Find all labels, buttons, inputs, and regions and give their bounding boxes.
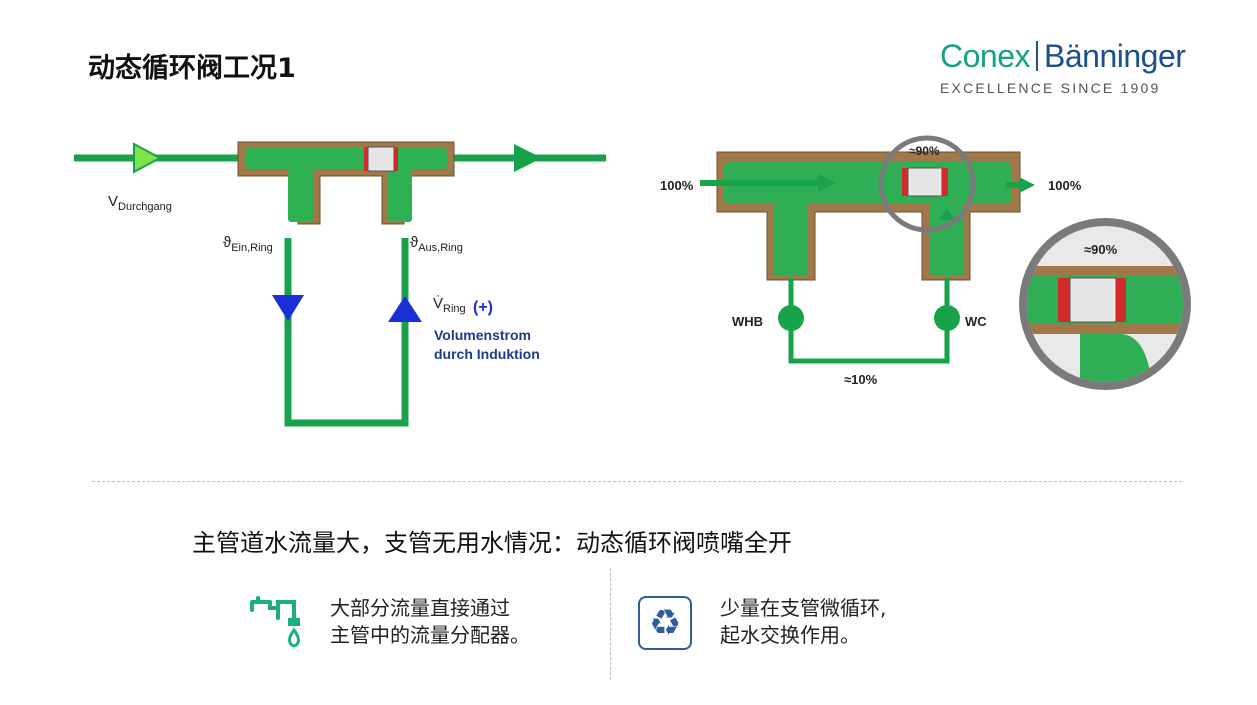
whb-label: WHB: [732, 314, 763, 329]
fitting-branch-out: [388, 170, 412, 222]
valve-seal-right: [942, 168, 948, 196]
volumenstrom-line2: durch Induktion: [434, 346, 540, 362]
v-ring-sign: (+): [473, 299, 493, 316]
flow-out-arrow: [514, 144, 542, 172]
page-title: 动态循环阀工况1: [88, 53, 296, 84]
valve-insert: [367, 146, 395, 172]
loop-up-arrow: [939, 208, 955, 220]
branch-left-green: [774, 204, 808, 276]
section-subtitle: 主管道水流量大，支管无用水情况：动态循环阀喷嘴全开: [192, 529, 792, 557]
valve-seal-left: [364, 147, 368, 171]
flow-in-arrow: [133, 142, 163, 174]
faucet-icon: [250, 596, 300, 648]
zoom-percent-label: ≈90%: [1084, 242, 1118, 257]
valve-seal-right: [394, 147, 398, 171]
fitting-branch-in: [288, 170, 314, 222]
feature-divider: [610, 568, 611, 680]
fitting-inner-pipe: [245, 148, 447, 170]
section-divider: [92, 481, 1182, 482]
valve-percent-label: ≈90%: [909, 144, 940, 158]
theta-out-label: ϑAus,Ring: [410, 234, 463, 254]
feature-1-line1: 大部分流量直接通过: [330, 596, 510, 620]
flow-down-arrow: [272, 295, 304, 321]
loop-pipe: [788, 278, 950, 364]
recycle-icon: ♻: [638, 596, 692, 650]
whb-node: [778, 305, 804, 331]
theta-in-label: ϑEin,Ring: [223, 234, 273, 254]
v-durchgang-label: VDurchgang: [108, 193, 172, 213]
inner-flow-arrow: [818, 174, 836, 192]
logo-tagline: EXCELLENCE SINCE 1909: [940, 80, 1161, 96]
volumenstrom-line1: Volumenstrom: [434, 327, 531, 343]
ring-loop: [284, 238, 409, 427]
logo-separator: [1036, 41, 1038, 71]
loop-percent-label: ≈10%: [844, 372, 878, 387]
valve-seal-left: [902, 168, 908, 196]
left-flow-diagram: VDurchgang ϑEin,Ring ϑAus,Ring V̇Ring (+…: [74, 141, 606, 427]
logo-banninger: Bänninger: [1044, 38, 1186, 74]
valve-highlight-circle: [878, 135, 976, 233]
feature-2-line1: 少量在支管微循环,: [720, 596, 887, 620]
logo-conex: Conex: [940, 38, 1031, 74]
wc-node: [934, 305, 960, 331]
zoom-detail: [1027, 266, 1183, 382]
feature-2-text: 少量在支管微循环, 起水交换作用。: [720, 595, 886, 649]
feature-1-line2: 主管中的流量分配器。: [330, 623, 530, 647]
outlet-arrow: [1019, 177, 1035, 193]
right-flow-diagram: 100% 100% ≈90% ≈90% ≈10% WHB WC: [660, 135, 1191, 390]
v-ring-label: V̇Ring: [433, 295, 466, 315]
inlet-label: 100%: [660, 178, 694, 193]
feature-1-text: 大部分流量直接通过 主管中的流量分配器。: [330, 595, 530, 649]
flow-up-arrow: [388, 296, 422, 322]
feature-2-line2: 起水交换作用。: [720, 623, 860, 647]
outlet-label: 100%: [1048, 178, 1082, 193]
brand-logo: Conex Bänninger: [940, 38, 1186, 75]
valve-insert: [907, 167, 943, 197]
wc-label: WC: [965, 314, 987, 329]
